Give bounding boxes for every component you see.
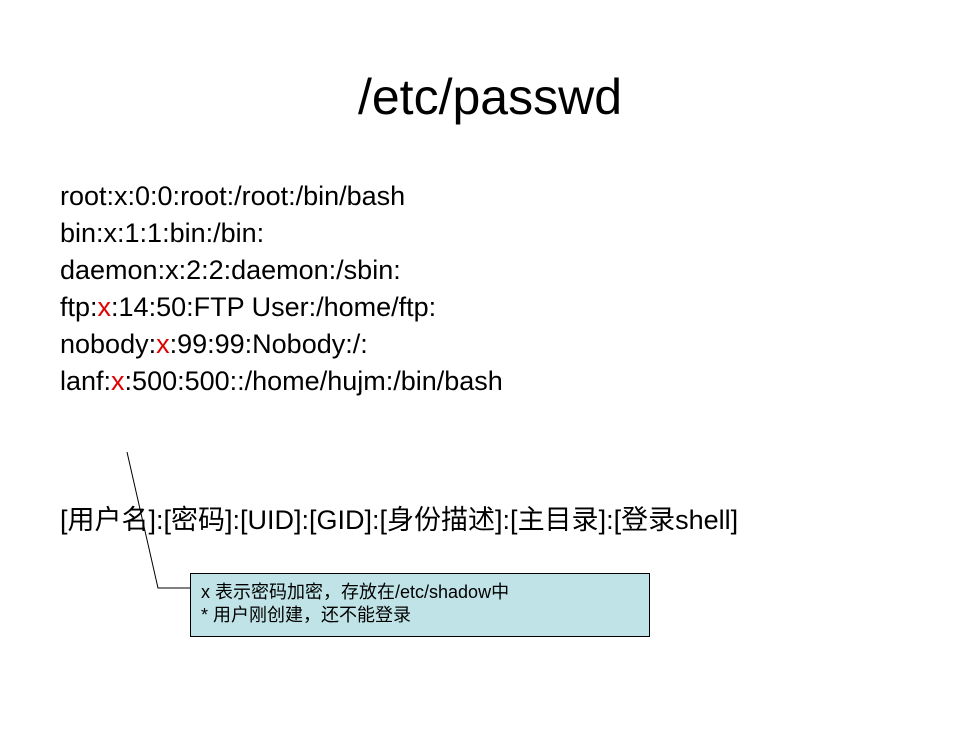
entry-text: :99:99:Nobody:/: <box>169 329 368 359</box>
entry-text: :500:500::/home/hujm:/bin/bash <box>124 366 503 396</box>
callout-text: * <box>201 605 214 625</box>
field-punct: [ <box>60 505 68 535</box>
password-marker: x <box>111 366 125 396</box>
field-password: 密码 <box>171 505 226 536</box>
passwd-entry-lanf: lanf:x:500:500::/home/hujm:/bin/bash <box>60 363 960 400</box>
field-punct: ]:[ <box>148 505 172 535</box>
entry-text: :14:50:FTP User:/home/ftp: <box>111 292 437 322</box>
field-description: 身份描述 <box>387 505 496 536</box>
passwd-entry-bin: bin:x:1:1:bin:/bin: <box>60 215 960 252</box>
entry-text: daemon:x:2:2:daemon:/sbin: <box>60 255 401 285</box>
passwd-entry-ftp: ftp:x:14:50:FTP User:/home/ftp: <box>60 289 960 326</box>
field-username: 用户名 <box>67 505 149 536</box>
entry-text: nobody: <box>60 329 157 359</box>
field-punct: ]:[ <box>495 505 518 535</box>
password-marker: x <box>97 292 112 322</box>
slide-title: /etc/passwd <box>357 69 622 125</box>
callout-text: x <box>201 582 216 602</box>
callout-text: 用户刚创建，还不能登录 <box>213 605 412 626</box>
passwd-entry-nobody: nobody:x:99:99:Nobody:/: <box>60 326 960 363</box>
passwd-entry-root: root:x:0:0:root:/root:/bin/bash <box>60 178 960 215</box>
field-punct: ]:[ <box>598 505 622 535</box>
callout-line-1: x 表示密码加密，存放在/etc/shadow中 <box>201 581 639 604</box>
field-home: 主目录 <box>517 505 599 536</box>
callout-text: 中 <box>491 582 510 603</box>
callout-text: /etc/shadow <box>395 582 492 602</box>
callout-note: x 表示密码加密，存放在/etc/shadow中 * 用户刚创建，还不能登录 <box>190 573 650 637</box>
field-login: 登录 <box>621 505 676 536</box>
entry-text: ftp: <box>60 292 98 322</box>
password-marker: x <box>156 329 170 359</box>
entry-text: bin:x:1:1:bin:/bin: <box>60 218 265 248</box>
field-shell: shell] <box>675 505 739 535</box>
entry-text: lanf: <box>60 366 112 396</box>
field-uid-gid: ]:[UID]:[GID]:[ <box>225 505 388 535</box>
callout-line-2: * 用户刚创建，还不能登录 <box>201 604 639 627</box>
passwd-entry-daemon: daemon:x:2:2:daemon:/sbin: <box>60 252 960 289</box>
field-format: [用户名]:[密码]:[UID]:[GID]:[身份描述]:[主目录]:[登录s… <box>60 502 738 539</box>
entry-text: root:x:0:0:root:/root:/bin/bash <box>60 181 406 211</box>
passwd-entries: root:x:0:0:root:/root:/bin/bash bin:x:1:… <box>60 178 960 400</box>
callout-text: 表示密码加密，存放在 <box>215 582 396 603</box>
